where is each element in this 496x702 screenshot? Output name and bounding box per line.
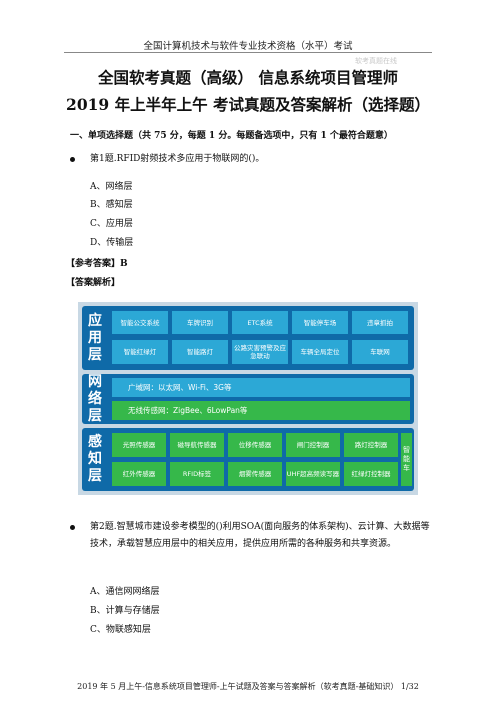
q1-option-a: A、网络层	[90, 182, 133, 192]
app-box: 车牌识别	[172, 311, 228, 334]
application-layer-band: 应用层 智能公交系统 车牌识别 ETC系统 智能停车场 违章抓拍 智能红绿灯 智…	[82, 306, 414, 370]
app-box: 智能停车场	[292, 311, 348, 334]
q2-option-a: A、通信网网络层	[90, 587, 160, 597]
bullet-icon	[70, 525, 75, 530]
app-box: 智能红绿灯	[112, 340, 168, 364]
app-box: 公路灾害预警及应急联动	[232, 340, 288, 364]
wan-bar: 广域网：以太网、Wi-Fi、3G等	[112, 378, 410, 397]
sensor-box: 烟雾传感器	[228, 462, 282, 486]
sensor-box: 红外传感器	[112, 462, 166, 486]
sensor-box: 路灯控制器	[344, 433, 398, 457]
app-box: 智能路灯	[172, 340, 228, 364]
q2-option-c: C、物联感知层	[90, 625, 151, 635]
q1-option-d: D、传输层	[90, 238, 134, 248]
bullet-icon	[70, 157, 75, 162]
page-header: 全国计算机技术与软件专业技术资格（水平）考试	[143, 41, 353, 52]
smart-car-box: 智能车	[401, 433, 412, 486]
sensor-box: 闸门控制器	[286, 433, 340, 457]
question-2: 第2题.智慧城市建设参考模型的()利用SOA(面向服务的体系架构)、云计算、大数…	[70, 519, 430, 553]
application-layer-label: 应用层	[88, 313, 102, 363]
title-line-2: 2019 年上半年上午 考试真题及答案解析（选择题）	[66, 95, 430, 114]
page-footer: 2019 年 5 月上午-信息系统项目管理师-上午试题及答案与答案解析（软考真题…	[77, 682, 419, 691]
app-box: 车辆全局定位	[292, 340, 348, 364]
wsn-bar: 无线传感网：ZigBee、6LowPan等	[112, 401, 410, 420]
watermark: 软考真题在线	[355, 57, 397, 65]
network-layer-label: 网络层	[88, 374, 102, 424]
q1-option-c: C、应用层	[90, 219, 133, 229]
sensor-box: 光照传感器	[112, 433, 166, 457]
perception-layer-label: 感知层	[88, 434, 102, 484]
iot-layer-diagram: 应用层 智能公交系统 车牌识别 ETC系统 智能停车场 违章抓拍 智能红绿灯 智…	[78, 302, 418, 495]
perception-layer-band: 感知层 光照传感器 磁导航传感器 位移传感器 闸门控制器 路灯控制器 红外传感器…	[82, 428, 414, 491]
q2-option-b: B、计算与存储层	[90, 606, 160, 616]
app-box: 智能公交系统	[112, 311, 168, 334]
network-layer-band: 网络层 广域网：以太网、Wi-Fi、3G等 无线传感网：ZigBee、6LowP…	[82, 374, 414, 424]
sensor-box: 红绿灯控制器	[344, 462, 398, 486]
title-line-1: 全国软考真题（高级） 信息系统项目管理师	[98, 68, 398, 87]
section-heading: 一、单项选择题（共 75 分，每题 1 分。每题备选项中，只有 1 个最符合题意…	[70, 131, 393, 141]
question-1: 第1题.RFID射频技术多应用于物联网的()。	[70, 151, 430, 168]
app-box: 车联网	[352, 340, 408, 364]
answer-label: 【参考答案】B	[66, 259, 128, 269]
app-box: 违章抓拍	[352, 311, 408, 334]
question-1-text: 第1题.RFID射频技术多应用于物联网的()。	[90, 154, 265, 164]
q1-option-b: B、感知层	[90, 200, 133, 210]
app-box: ETC系统	[232, 311, 288, 334]
question-2-text: 第2题.智慧城市建设参考模型的()利用SOA(面向服务的体系架构)、云计算、大数…	[90, 522, 430, 549]
header-rule	[64, 52, 432, 53]
sensor-box: UHF超高频读写器	[286, 462, 340, 486]
sensor-box: RFID标签	[170, 462, 224, 486]
sensor-box: 磁导航传感器	[170, 433, 224, 457]
analysis-label: 【答案解析】	[66, 278, 121, 288]
sensor-box: 位移传感器	[228, 433, 282, 457]
